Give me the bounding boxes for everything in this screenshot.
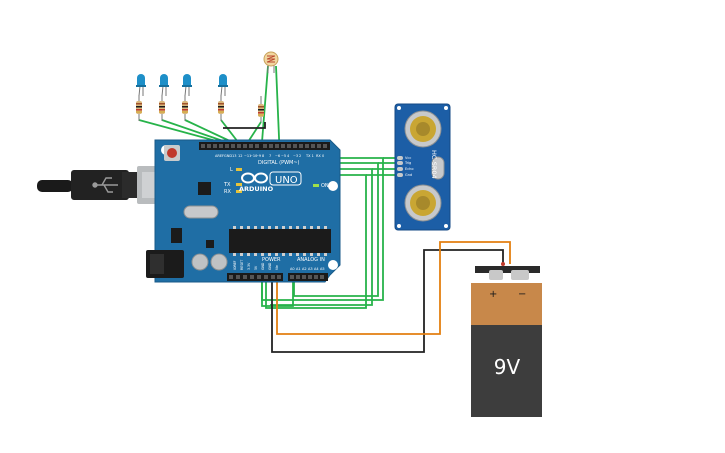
svg-text:Gnd: Gnd [405,173,412,177]
reset-button-cap [167,148,177,158]
svg-text:A5: A5 [320,267,325,271]
svg-text:4: 4 [287,154,290,158]
battery-plus-label: + [489,289,497,300]
svg-text:TX 1: TX 1 [305,154,314,158]
svg-text:A1: A1 [296,267,301,271]
resistor[interactable] [258,96,264,122]
svg-text:2: 2 [299,154,301,158]
battery-snap [475,266,540,273]
svg-text:Vcc: Vcc [405,156,411,160]
sensor-pins [397,156,403,177]
power-pin-labels: IOREF RESET 3.3V 5V GND GND Vin [233,260,279,270]
svg-text:5V: 5V [254,265,258,270]
svg-text:7: 7 [269,154,271,158]
power-header-label: POWER [262,257,281,263]
power-header[interactable] [227,273,283,281]
mount-hole [328,260,338,270]
capacitor [191,253,209,271]
svg-text:Trig: Trig [404,161,411,165]
capacitor [210,253,228,271]
blue-led[interactable] [218,74,228,97]
analog-pin-labels: A0 A1 A2 A3 A4 A5 [290,267,325,271]
regulator [171,228,182,243]
crystal [431,156,445,180]
resistor[interactable] [182,95,188,121]
usb-chip [198,182,211,195]
resistor[interactable] [159,95,165,121]
svg-text:12: 12 [238,154,242,158]
on-led [313,184,319,187]
photoresistor[interactable] [263,51,279,73]
arduino-uno-board[interactable]: L TX RX ON ARDUINO UNO [146,139,341,283]
mount-hole [328,181,338,191]
digital-header-pins [201,144,327,148]
svg-text:~3: ~3 [293,154,298,158]
gnd-label: GND [224,154,232,158]
battery-terminal-plus [489,270,503,280]
tx-led-label: TX [223,182,231,188]
battery-minus-label: − [518,289,526,300]
svg-text:13: 13 [232,154,236,158]
ground-wire-battery [271,249,504,353]
ground-wire-led [223,122,266,129]
analog-header-label: ANALOG IN [297,257,325,263]
svg-text:RESET: RESET [240,260,244,270]
svg-text:A3: A3 [308,267,313,271]
atmega-chip [229,229,331,253]
svg-text:Vin: Vin [275,265,279,270]
svg-text:RX 0: RX 0 [316,154,324,158]
svg-text:IOREF: IOREF [233,260,237,270]
l-led-label: L [230,167,233,173]
uno-model-label: UNO [275,175,298,186]
svg-text:~10: ~10 [250,154,257,158]
l-led [236,168,242,171]
blue-led[interactable] [182,74,192,97]
svg-text:~11: ~11 [244,154,251,158]
svg-text:~9: ~9 [256,154,261,158]
digital-pin-labels: 13 12 ~11 ~10 ~9 8 7 ~6 ~5 4 ~3 2 TX 1 R… [232,154,324,158]
resistor[interactable] [136,95,142,121]
arduino-logo-text: ARDUINO [239,185,274,193]
on-led-label: ON [321,183,329,189]
battery-top [471,283,542,325]
svg-text:~5: ~5 [281,154,286,158]
blue-led[interactable] [159,74,169,97]
battery-body [471,325,542,417]
chip-legs [233,226,327,256]
analog-header-pins [290,275,324,279]
crystal-oscillator [183,205,219,219]
power-wire-battery [276,241,511,335]
ultrasonic-sensor-hc-sr04[interactable]: HC-SR04 Vcc Trig Echo Gnd [394,103,451,231]
svg-text:GND: GND [268,262,272,270]
battery-terminal-minus [511,270,529,280]
digital-header-label: DIGITAL (PWM~) [258,160,300,166]
sensor-pin-labels: Vcc Trig Echo Gnd [404,156,414,177]
svg-text:8: 8 [262,154,264,158]
tx-led [236,183,242,186]
rx-led-label: RX [224,189,231,195]
blue-led[interactable] [136,74,146,97]
svg-text:A4: A4 [314,267,319,271]
power-header-pins [229,275,281,279]
battery-9v[interactable]: + − 9V [471,262,542,417]
usb-icon [92,177,118,193]
aref-label: AREF [215,154,224,158]
transducer-icon [404,184,442,222]
arduino-logo-icon [241,172,268,184]
svg-text:Echo: Echo [405,167,414,171]
rx-led [236,190,242,193]
battery-voltage-label: 9V [494,355,521,379]
svg-text:~6: ~6 [275,154,280,158]
svg-text:3.3V: 3.3V [247,262,251,270]
svg-text:GND: GND [261,262,265,270]
sensor-model-label: HC-SR04 [430,150,438,179]
uno-badge [269,171,302,186]
svg-text:A2: A2 [302,267,307,271]
transducer-icon [404,110,442,148]
svg-text:A0: A0 [290,267,295,271]
resistor[interactable] [218,95,224,121]
